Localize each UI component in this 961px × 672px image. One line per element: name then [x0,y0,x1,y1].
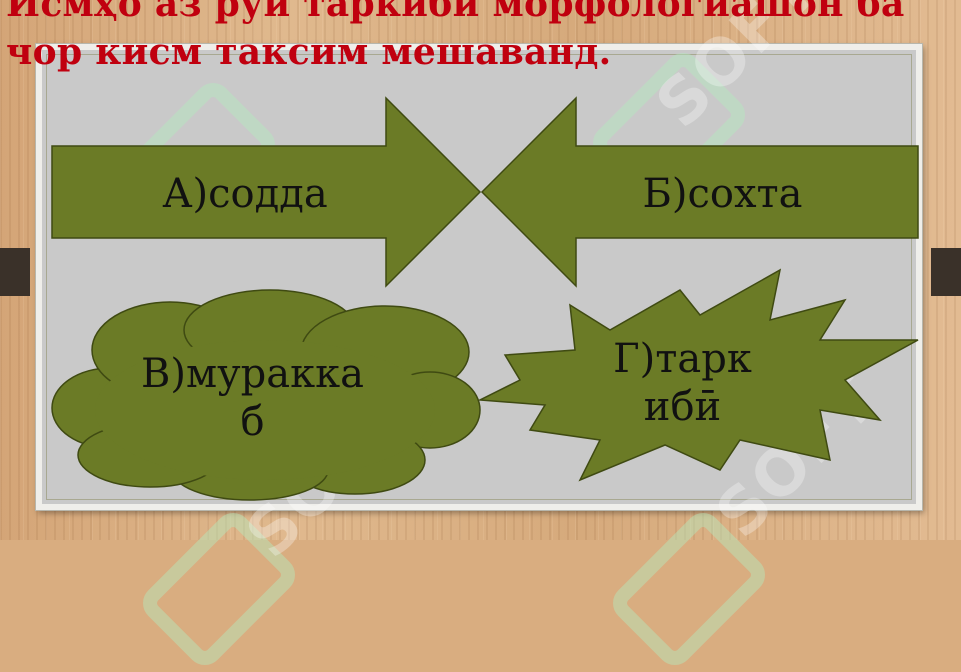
starburst-shape [477,268,919,482]
label-g-composite: Г)тарк ибӣ [613,336,752,430]
right-bracket [931,248,961,296]
label-a-simple: А)содда [162,171,328,217]
board-border [46,54,912,500]
cloud-shape [51,289,481,501]
arrow-right-shape [51,96,482,288]
arrow-left-shape [480,96,919,288]
shapes-canvas [51,96,919,501]
slide-title: Исмҳо аз рӯи таркиби морфологиашон ба чо… [6,0,905,73]
left-bracket [0,248,30,296]
label-v-compound: В)муракка б [141,351,364,445]
label-b-derived: Б)сохта [642,171,803,217]
